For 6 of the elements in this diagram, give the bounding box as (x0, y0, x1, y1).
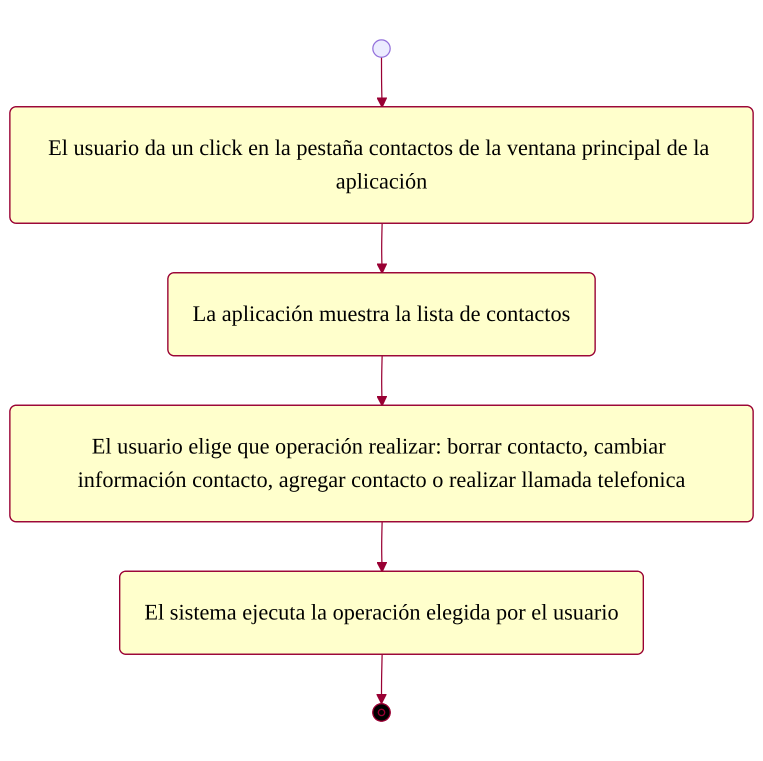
arrow (376, 522, 388, 572)
arrow (376, 57, 388, 108)
arrow (376, 224, 388, 274)
node-circle (372, 39, 391, 58)
arrow (376, 654, 387, 704)
arrow (376, 356, 388, 406)
